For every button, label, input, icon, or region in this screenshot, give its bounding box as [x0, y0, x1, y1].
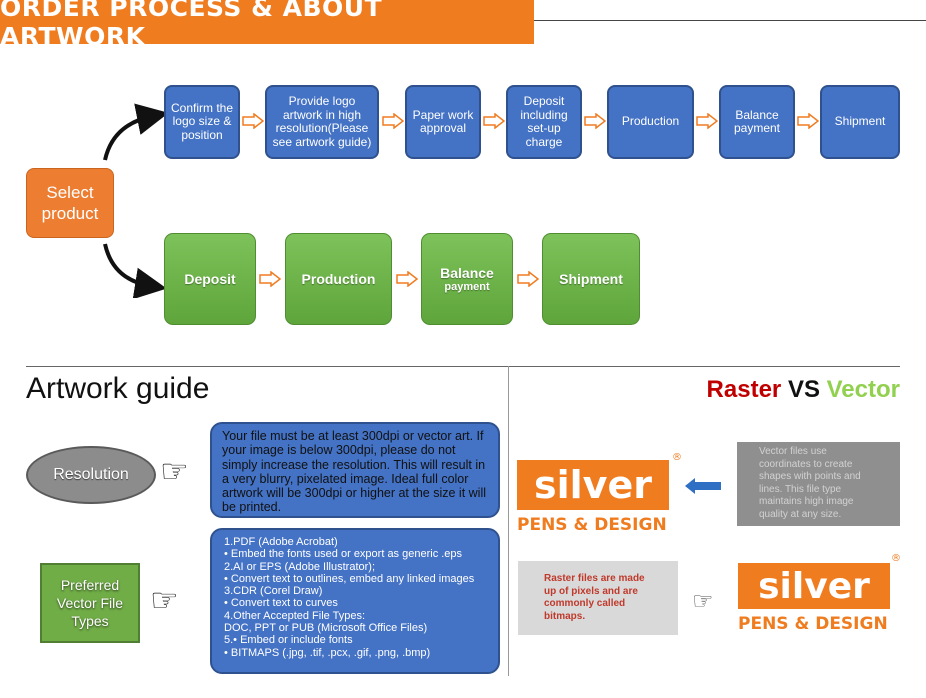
- pointing-hand-icon: ☞: [160, 453, 189, 489]
- hollow-arrow-icon: [382, 113, 404, 129]
- step-balance-payment: Balance payment: [719, 85, 795, 159]
- file-type-line: DOC, PPT or PUB (Microsoft Office Files): [224, 622, 428, 635]
- file-type-line: • Convert text to curves: [224, 597, 338, 610]
- vector-word: Vector: [826, 376, 900, 403]
- step-deposit-setup: Deposit including set-up charge: [506, 85, 582, 159]
- banner-rule: [534, 20, 926, 21]
- file-type-line: 5.• Embed or include fonts: [224, 634, 353, 647]
- section-divider: [26, 366, 900, 367]
- hollow-arrow-icon: [696, 113, 718, 129]
- vs-word: VS: [787, 376, 820, 403]
- raster-note: Raster files are made up of pixels and a…: [518, 561, 678, 635]
- curved-arrow-icon: [103, 103, 165, 161]
- page-banner: ORDER PROCESS & ABOUT ARTWORK: [0, 0, 534, 51]
- file-type-line: 2.AI or EPS (Adobe Illustrator);: [224, 560, 376, 573]
- vector-note: Vector files use coordinates to create s…: [737, 442, 900, 526]
- hollow-arrow-icon: [483, 113, 505, 129]
- step-confirm-logo: Confirm the logo size & position: [164, 85, 240, 159]
- resolution-ellipse: Resolution: [26, 446, 156, 504]
- hollow-arrow-icon: [584, 113, 606, 129]
- resolution-note: Your file must be at least 300dpi or vec…: [210, 422, 500, 518]
- step-green-production-label: Production: [301, 271, 376, 287]
- column-divider: [508, 366, 509, 676]
- step-paper-work: Paper work approval: [405, 85, 481, 159]
- file-types-note: 1.PDF (Adobe Acrobat) • Embed the fonts …: [210, 528, 500, 674]
- logo-subtitle: PENS & DESIGN: [517, 515, 667, 535]
- silver-logo-vector: silver: [517, 460, 669, 510]
- step-shipment: Shipment: [820, 85, 900, 159]
- hollow-arrow-icon: [259, 271, 282, 287]
- pointing-hand-icon: ☞: [692, 588, 714, 615]
- select-product-node: Select product: [26, 168, 114, 238]
- step-green-deposit-label: Deposit: [184, 271, 236, 287]
- raster-word: Raster: [706, 376, 782, 403]
- registered-mark: ®: [891, 553, 901, 564]
- hollow-arrow-icon: [396, 271, 419, 287]
- step-green-deposit: Deposit: [164, 233, 256, 325]
- blue-arrow-icon: [685, 478, 721, 494]
- file-type-line: 4.Other Accepted File Types:: [224, 609, 366, 622]
- file-type-line: 1.PDF (Adobe Acrobat): [224, 536, 338, 548]
- step-green-balance-label: Balance: [440, 265, 494, 281]
- step-production: Production: [607, 85, 694, 159]
- hollow-arrow-icon: [517, 271, 540, 287]
- hollow-arrow-icon: [242, 113, 264, 129]
- file-type-line: • Convert text to outlines, embed any li…: [224, 572, 475, 585]
- registered-mark: ®: [672, 452, 682, 463]
- file-type-line: • Embed the fonts used or export as gene…: [224, 548, 463, 561]
- logo-subtitle: PENS & DESIGN: [738, 614, 888, 634]
- step-provide-artwork: Provide logo artwork in high resolution(…: [265, 85, 379, 159]
- raster-vs-vector-title: Raster VS Vector: [640, 376, 900, 404]
- silver-logo-raster: silver: [738, 563, 890, 609]
- artwork-heading: Artwork guide: [26, 372, 210, 405]
- step-green-shipment: Shipment: [542, 233, 640, 325]
- step-green-balance: Balance payment: [421, 233, 513, 325]
- step-green-balance-sub: payment: [444, 281, 490, 293]
- curved-arrow-icon: [103, 243, 165, 298]
- step-green-shipment-label: Shipment: [559, 271, 623, 287]
- file-type-line: 3.CDR (Corel Draw): [224, 585, 323, 598]
- hollow-arrow-icon: [797, 113, 819, 129]
- step-green-production: Production: [285, 233, 392, 325]
- pointing-hand-icon: ☞: [150, 582, 179, 618]
- file-type-line: • BITMAPS (.jpg, .tif, .pcx, .gif, .png,…: [224, 646, 431, 659]
- preferred-file-types-box: Preferred Vector File Types: [40, 563, 140, 643]
